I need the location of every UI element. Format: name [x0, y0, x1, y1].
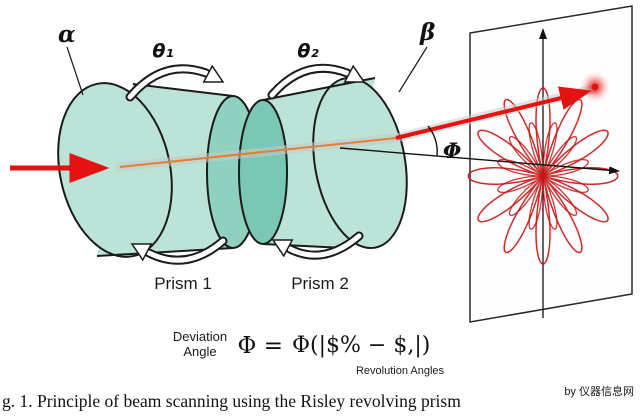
figure-caption: g. 1. Principle of beam scanning using t… — [2, 391, 461, 411]
formula-rhs: Φ(|$% − $,|) — [292, 333, 430, 358]
beam-spot — [591, 83, 599, 91]
prism2-face-right — [312, 76, 408, 250]
alpha-label: α — [58, 21, 76, 48]
deviation-formula: Deviation Angle Φ = Φ(|$% − $,|) Revolut… — [173, 329, 445, 377]
rotation-arrow-prism1-bottom — [130, 236, 228, 265]
prism2-label: Prism 2 — [291, 274, 349, 293]
formula-word-deviation: Deviation — [173, 329, 227, 344]
beta-leader-line — [398, 46, 428, 93]
deflected-beam-arrow — [395, 86, 592, 140]
formula-sub-caption: Revolution Angles — [356, 365, 445, 377]
beam-inside-prisms — [119, 137, 397, 168]
watermark: by 仪器信息网 — [564, 384, 634, 398]
theta2-label: θ₂ — [297, 40, 319, 62]
beta-label: β — [419, 19, 435, 46]
rotation-arrowhead-icon — [343, 64, 366, 83]
target-screen — [469, 5, 633, 323]
formula-lhs: Φ = — [238, 333, 283, 359]
rotation-arrow-prism2-bottom — [271, 231, 364, 260]
phi-label: Φ — [443, 138, 461, 163]
scan-pattern-inner — [497, 122, 589, 230]
formula-word-angle: Angle — [183, 344, 216, 359]
rotation-arrowhead-icon — [271, 239, 294, 258]
alpha-leader-line — [66, 46, 84, 96]
prism1-label: Prism 1 — [154, 274, 212, 293]
phi-angle-arc — [427, 125, 438, 157]
rotation-arrowhead-icon — [202, 64, 225, 83]
prism2 — [238, 76, 408, 250]
prism1-top-edge — [132, 83, 234, 97]
reference-axis-line — [339, 147, 620, 175]
theta1-label: θ₁ — [152, 40, 173, 62]
rotation-arrow-prism1-top — [125, 64, 225, 102]
rotation-arrow-prism2-top — [267, 63, 366, 100]
screen-plane — [469, 5, 633, 323]
prism2-face-left — [238, 99, 288, 245]
rotation-arrowhead-icon — [130, 243, 153, 262]
